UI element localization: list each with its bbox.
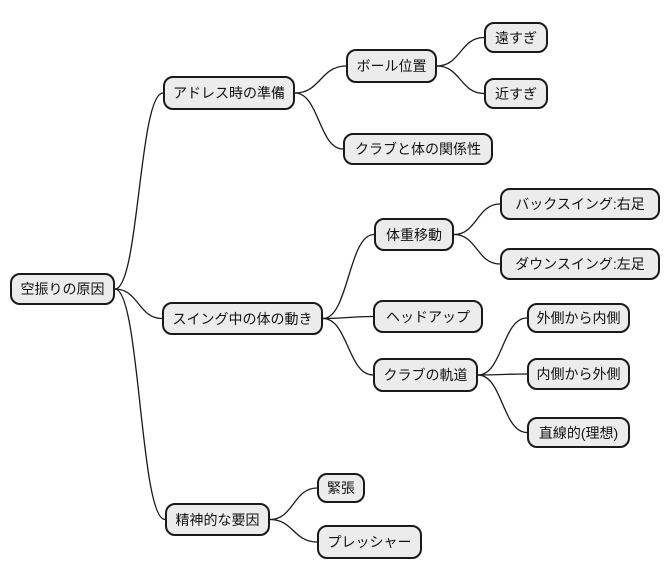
mindmap-node-too-close: 近すぎ — [484, 78, 548, 109]
edge-root-to-address-prep — [114, 92, 164, 290]
edge-swing-body-motion-to-head-up — [322, 315, 374, 320]
mindmap-node-pressure: プレッシャー — [317, 525, 422, 559]
edge-mental-factor-to-tension — [269, 487, 318, 521]
edge-club-path-to-outside-to-inside — [477, 317, 528, 376]
mindmap-node-club-path: クラブの軌道 — [373, 358, 478, 392]
mindmap-node-club-body-relation: クラブと体の関係性 — [343, 133, 493, 165]
edge-swing-body-motion-to-club-path — [322, 317, 374, 376]
mindmap-node-root: 空振りの原因 — [10, 273, 115, 305]
mindmap-node-too-far: 遠すぎ — [484, 22, 548, 53]
mindmap-node-address-prep: アドレス時の準備 — [163, 76, 295, 110]
edge-root-to-mental-factor — [114, 288, 166, 521]
mindmap-node-head-up: ヘッドアップ — [373, 300, 483, 333]
mindmap-node-ball-position: ボール位置 — [346, 49, 437, 83]
edge-root-to-swing-body-motion — [114, 288, 163, 320]
edge-weight-shift-to-backswing-right — [453, 203, 501, 236]
edge-club-path-to-inside-to-outside — [477, 373, 528, 376]
edge-swing-body-motion-to-weight-shift — [322, 233, 375, 320]
mindmap-node-backswing-right: バックスイング:右足 — [500, 188, 660, 220]
edge-address-prep-to-ball-position — [294, 65, 347, 94]
mindmap-node-straight-ideal: 直線的(理想) — [527, 417, 630, 448]
mindmap-node-weight-shift: 体重移動 — [374, 218, 454, 251]
edge-club-path-to-straight-ideal — [477, 374, 528, 434]
edge-address-prep-to-club-body-relation — [294, 92, 344, 150]
mindmap-node-downswing-left: ダウンスイング:左足 — [500, 248, 660, 280]
mindmap-node-tension: 緊張 — [317, 473, 365, 503]
edge-mental-factor-to-pressure — [269, 518, 318, 543]
mindmap-node-outside-to-inside: 外側から内側 — [527, 303, 630, 333]
edge-ball-position-to-too-far — [436, 36, 485, 67]
mindmap-node-inside-to-outside: 内側から外側 — [527, 358, 630, 390]
edge-ball-position-to-too-close — [436, 65, 485, 95]
mindmap-node-mental-factor: 精神的な要因 — [165, 503, 270, 536]
mindmap-node-swing-body-motion: スイング中の体の動き — [162, 302, 323, 335]
edge-weight-shift-to-downswing-left — [453, 233, 501, 265]
